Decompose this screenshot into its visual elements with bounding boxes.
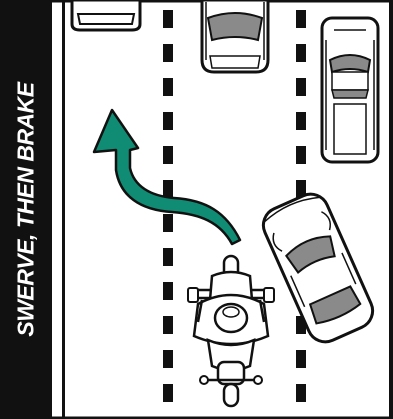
- truck-icon: [322, 18, 378, 162]
- car-icon: [72, 0, 140, 30]
- right-border: [389, 0, 393, 419]
- side-label-text: SWERVE, THEN BRAKE: [13, 82, 40, 336]
- road-edge-line: [62, 0, 65, 419]
- car-icon: [202, 0, 268, 72]
- side-label: SWERVE, THEN BRAKE: [0, 0, 52, 419]
